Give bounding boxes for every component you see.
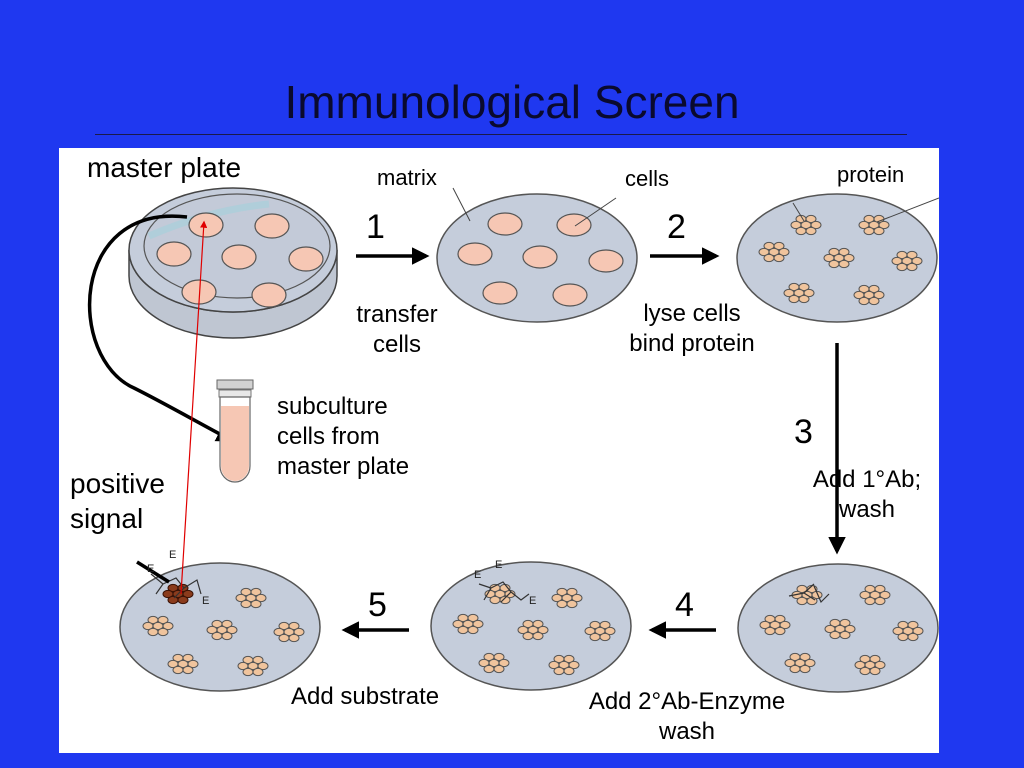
matrix-leader xyxy=(452,187,471,222)
subculture-label: subculture cells from master plate xyxy=(277,393,410,480)
enzyme-marker: E xyxy=(529,595,536,607)
cells-leader xyxy=(574,197,617,227)
cells-label: cells xyxy=(625,166,670,191)
step-number-3: 3 xyxy=(794,413,813,451)
master-plate-label: master plate xyxy=(87,152,242,183)
substrate-plate xyxy=(119,562,321,692)
subculture-arrow xyxy=(87,214,235,442)
title-underline xyxy=(95,134,907,135)
lyse-bind-label: lyse cells bind protein xyxy=(629,300,755,357)
trace-back-line xyxy=(180,220,208,595)
positive-signal-label: positive signal xyxy=(70,468,165,534)
protein-leader-2 xyxy=(876,197,939,223)
enzyme-marker: E xyxy=(147,563,154,575)
test-tube-icon xyxy=(216,379,254,483)
add-primary-label: Add 1°Ab; wash xyxy=(812,466,922,523)
master-plate xyxy=(128,187,338,339)
enzyme-marker: E xyxy=(495,559,502,571)
transfer-cells-label: transfer cells xyxy=(356,301,438,358)
add-secondary-label: Add 2°Ab-Enzyme wash xyxy=(588,688,786,745)
secondary-antibody-plate xyxy=(430,561,632,691)
enzyme-marker: E xyxy=(474,569,481,581)
matrix-label: matrix xyxy=(377,165,437,190)
protein-plate xyxy=(736,193,938,323)
add-substrate-label: Add substrate xyxy=(291,683,440,710)
enzyme-marker: E xyxy=(169,549,176,561)
enzyme-marker: E xyxy=(202,595,209,607)
positive-signal-pointer xyxy=(136,560,170,584)
protein-leader-1 xyxy=(792,202,805,222)
step-number-1: 1 xyxy=(366,208,385,246)
diagram-graphics: E E E E E E xyxy=(87,187,939,693)
step-number-2: 2 xyxy=(667,208,686,246)
slide-title: Immunological Screen xyxy=(284,76,740,128)
step-number-5: 5 xyxy=(368,586,387,624)
protein-label: protein xyxy=(837,162,905,187)
step-number-4: 4 xyxy=(675,586,694,624)
matrix-plate xyxy=(436,193,638,323)
primary-antibody-plate xyxy=(737,563,939,693)
diagram-panel: E E E E E E master plate matrix cells pr… xyxy=(59,148,939,753)
